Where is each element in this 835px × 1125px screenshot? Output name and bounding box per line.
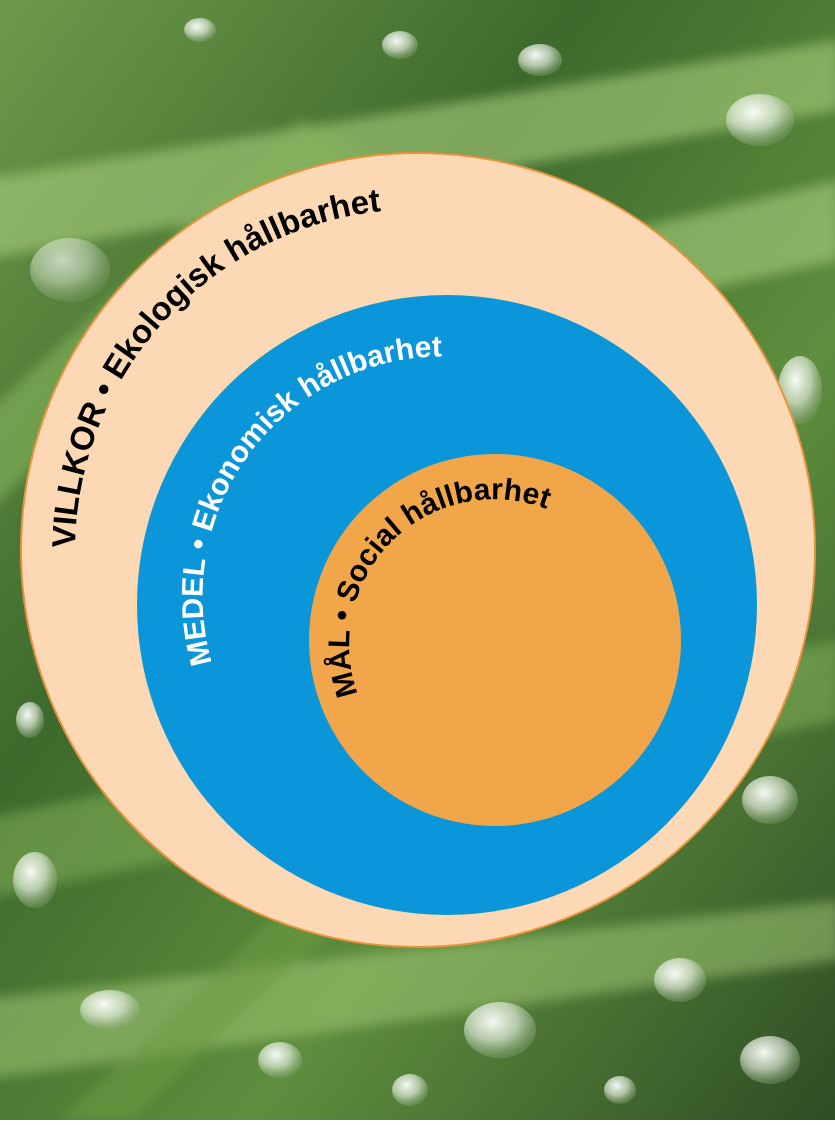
inner-circle bbox=[309, 454, 681, 826]
water-drops bbox=[13, 18, 822, 1106]
